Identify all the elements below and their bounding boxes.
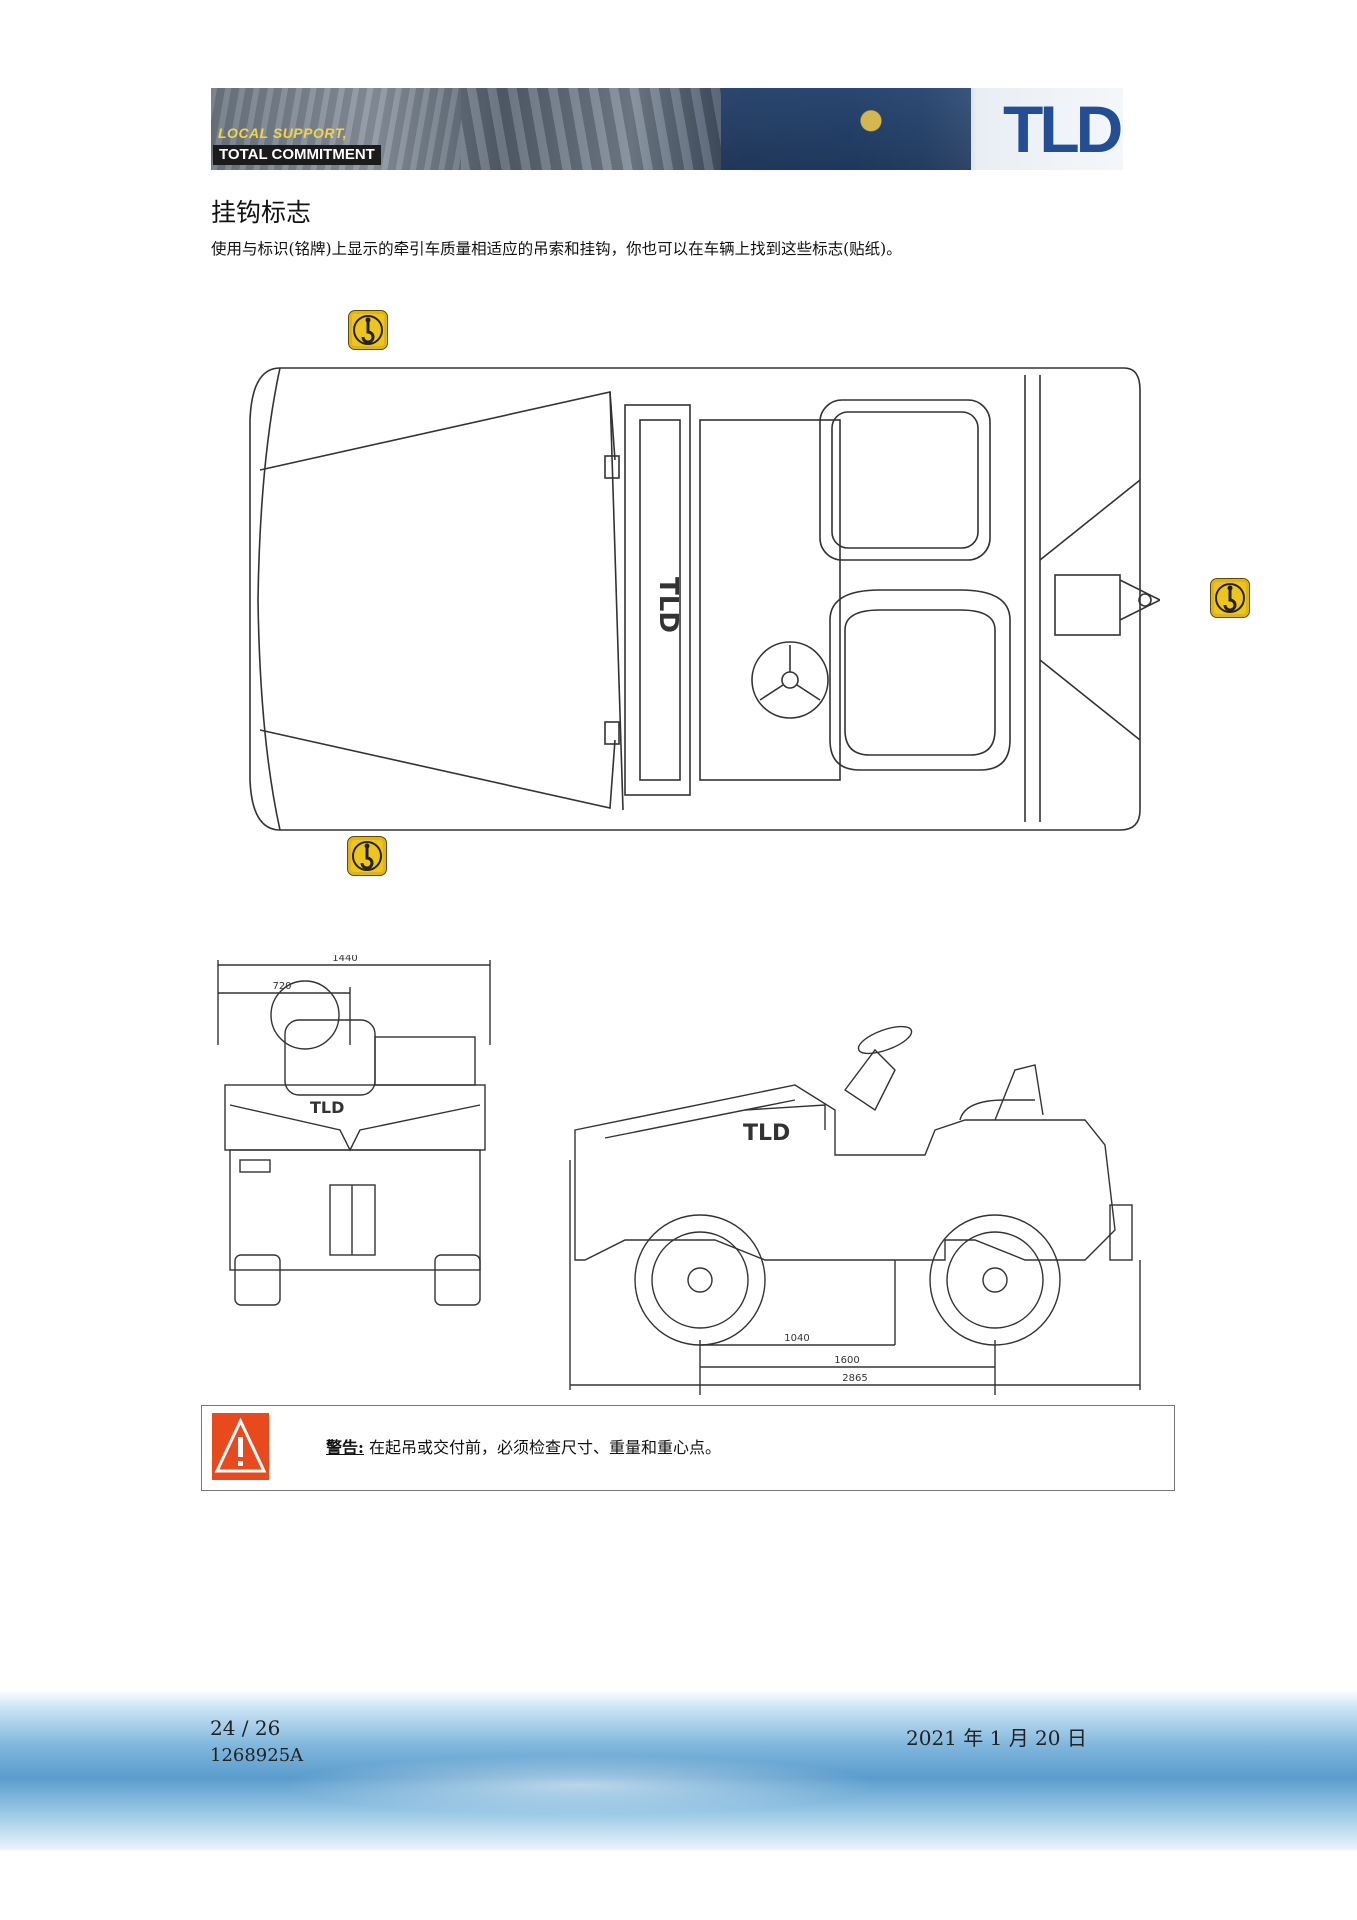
document-number: 1268925A — [210, 1745, 304, 1766]
side-dim-1600-label: 1600 — [834, 1355, 859, 1366]
tld-logo: TLD — [1003, 92, 1123, 166]
intro-paragraph: 使用与标识(铭牌)上显示的牵引车质量相适应的吊索和挂钩，你也可以在车辆上找到这些… — [211, 240, 902, 258]
footer-cloud-highlight — [280, 1755, 880, 1815]
warning-box — [201, 1405, 1175, 1491]
document-date: 2021 年 1 月 20 日 — [906, 1726, 1087, 1750]
rear-dim-half-label: 720 — [272, 981, 291, 992]
banner-tagline-total-commitment: TOTAL COMMITMENT — [213, 145, 381, 165]
warning-message: 警告: 在起吊或交付前，必须检查尺寸、重量和重心点。 — [326, 1434, 721, 1458]
drawing-logo-top-view: TLD — [653, 577, 683, 633]
footer-band — [0, 1690, 1357, 1850]
tractor-top-view-drawing: TLD — [249, 367, 1160, 831]
page-number: 24 / 26 — [210, 1716, 281, 1740]
hook-sticker-icon — [348, 310, 388, 350]
side-dim-2865-label: 2865 — [842, 1373, 867, 1384]
side-dim-1040-label: 1040 — [784, 1333, 809, 1344]
tractor-rear-view-drawing: 1440 720 TLD — [217, 955, 491, 1306]
hook-sticker-icon — [347, 836, 387, 876]
rear-dim-total-label: 1440 — [332, 955, 357, 964]
tractor-side-view-drawing: TLD 1040 1600 2865 — [569, 1025, 1141, 1395]
side-view-logo: TLD — [743, 1121, 790, 1146]
banner-tagline-local-support: LOCAL SUPPORT, — [218, 125, 348, 141]
rear-view-logo: TLD — [310, 1098, 344, 1117]
banner-photo-technician — [721, 88, 971, 170]
warning-triangle-icon — [212, 1413, 269, 1480]
warning-text: 在起吊或交付前，必须检查尺寸、重量和重心点。 — [369, 1438, 722, 1457]
page-title: 挂钩标志 — [211, 198, 312, 227]
hook-sticker-icon — [1210, 578, 1250, 618]
warning-label: 警告: — [326, 1438, 364, 1457]
banner-photo-loader — [461, 88, 721, 170]
